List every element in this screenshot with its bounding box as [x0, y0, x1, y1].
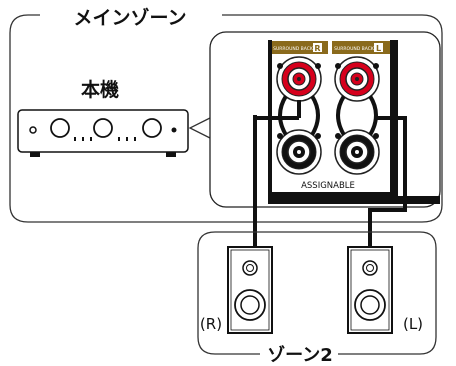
header-left-text: SURROUND BACK [273, 46, 314, 52]
speaker-right [227, 246, 273, 334]
terminal-r-positive [276, 56, 322, 102]
callout-pointer [188, 117, 211, 139]
receiver-power-led [29, 126, 37, 134]
main-zone-label: メインゾーン [73, 7, 186, 29]
header-left-channel: R [314, 44, 320, 53]
terminal-l-positive [334, 56, 380, 102]
terminal-r-link-loop [278, 94, 320, 137]
wire-left-speaker [368, 116, 407, 252]
receiver-right-knob [142, 118, 162, 138]
receiver-label: 本機 [81, 78, 119, 101]
terminal-r-negative [276, 129, 322, 175]
speaker-right-label: (R) [200, 315, 222, 333]
speaker-left [347, 246, 393, 334]
terminal-l-negative [334, 129, 380, 175]
main-zone-frame [9, 14, 443, 223]
zone2-frame [197, 231, 437, 355]
wire-right-speaker [253, 115, 299, 252]
receiver-unit [17, 109, 189, 157]
receiver-indicator [171, 127, 177, 133]
receiver-left-knob [50, 118, 70, 138]
header-right-channel: L [376, 44, 381, 53]
receiver-center-knob [93, 118, 113, 138]
assignable-label: ASSIGNABLE [301, 181, 355, 191]
speaker-left-label: (L) [403, 315, 423, 333]
terminal-l-link-loop [336, 94, 378, 137]
zone2-label: ゾーン2 [267, 345, 333, 366]
header-right-text: SURROUND BACK [334, 46, 375, 52]
